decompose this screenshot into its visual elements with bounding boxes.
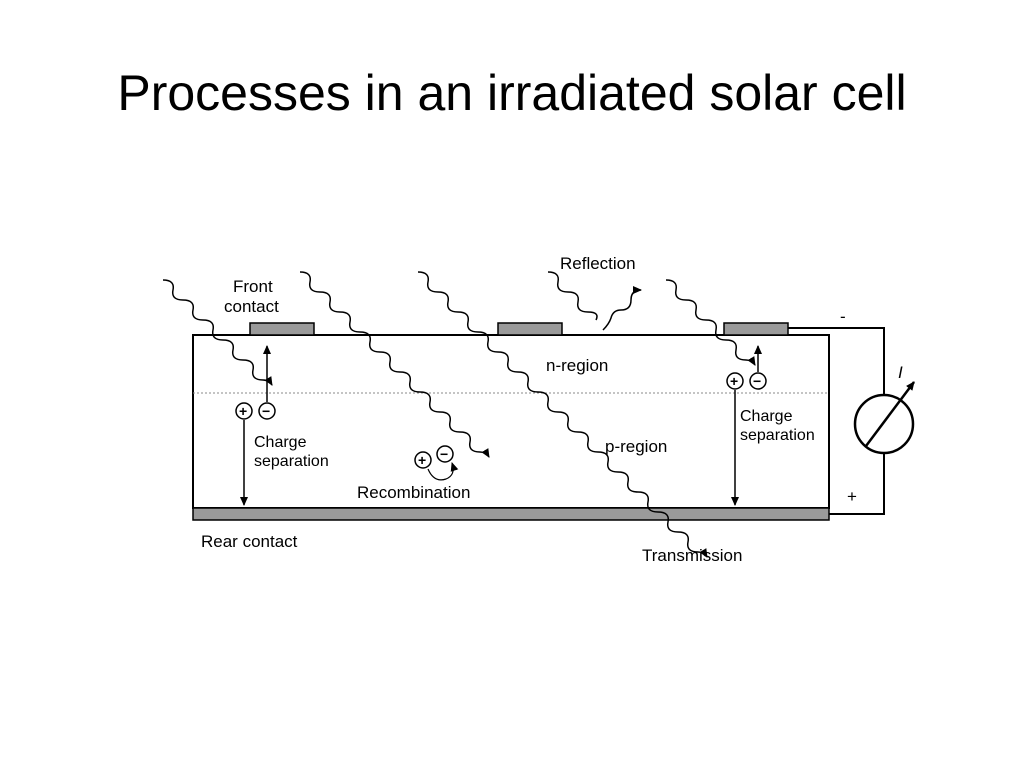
front-contact-2 [497,322,563,336]
light-ray-5 [665,279,756,366]
terminal-positive: + [847,487,857,506]
light-ray-reflected [602,286,642,331]
transmission-label: Transmission [642,546,742,565]
charge-separation-right-label-2: separation [740,427,815,444]
slide-title: Processes in an irradiated solar cell [117,65,907,121]
hole-left-symbol: + [239,403,247,419]
electron-left-symbol: − [262,403,270,419]
ammeter-arrow [865,381,915,447]
hole-right-symbol: + [730,373,738,389]
light-ray-incoming-reflection [547,271,598,321]
hole-left [235,402,253,420]
n-region-label: n-region [546,356,608,375]
light-ray-1 [162,279,273,386]
terminal-negative: - [840,307,846,326]
electron-right [749,372,767,390]
charge-separation-right-label-1: Charge [740,408,793,425]
electron-recombination-symbol: − [440,446,448,462]
hole-recombination [414,451,432,469]
front-contact-1 [249,322,315,336]
front-contact-3 [723,322,789,336]
light-ray-transmission [417,271,708,558]
circuit-wire-bottom [829,453,885,515]
current-symbol: I [898,363,903,382]
recombination-loop [427,462,459,481]
electron-left [258,402,276,420]
rear-contact-bar [192,507,830,521]
hole-right [726,372,744,390]
recombination-label: Recombination [357,483,470,502]
charge-separation-left-label-2: separation [254,453,329,470]
electron-right-symbol: − [753,373,761,389]
front-contact-label-1: Front [233,277,273,296]
circuit-wire-top [788,327,885,395]
electron-recombination [436,445,454,463]
light-ray-2 [299,271,490,458]
reflection-label: Reflection [560,254,636,273]
rear-contact-label: Rear contact [201,532,298,551]
p-region-label: p-region [605,437,667,456]
hole-recombination-symbol: + [418,452,426,468]
front-contact-label-2: contact [224,297,279,316]
charge-separation-left-label-1: Charge [254,434,307,451]
cell-body [192,334,830,509]
